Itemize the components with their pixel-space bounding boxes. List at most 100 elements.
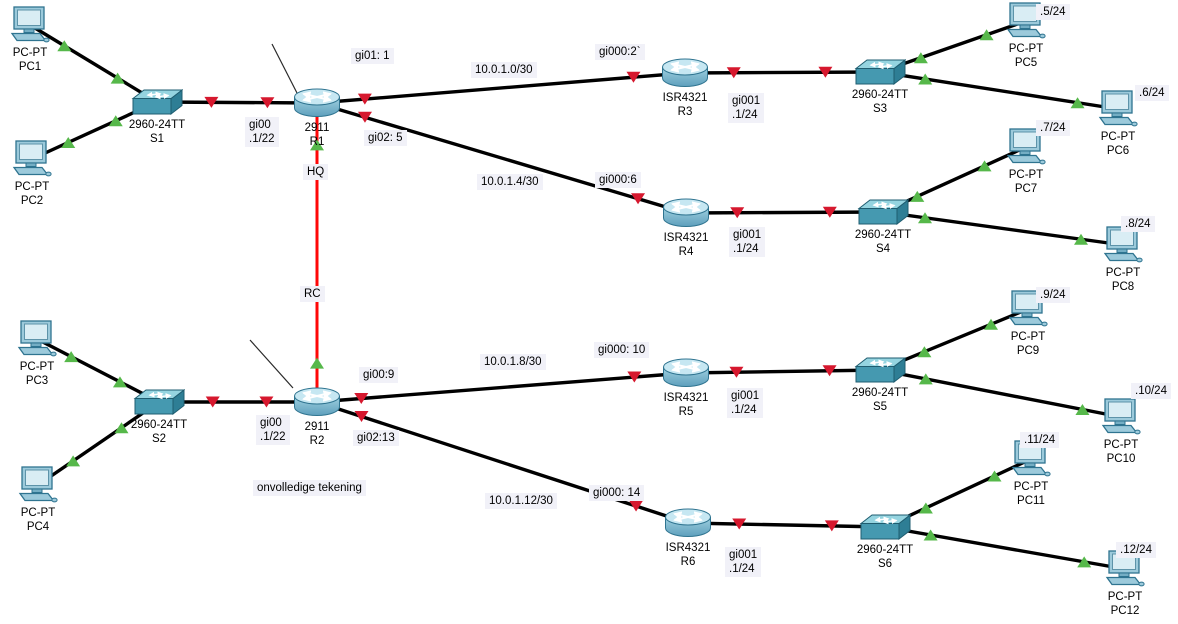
- pc-icon: [1106, 550, 1145, 587]
- link-status-up-icon: [114, 422, 129, 434]
- device-s1[interactable]: [133, 90, 182, 114]
- pc-icon: [1104, 226, 1143, 263]
- pc-icon: [1102, 398, 1141, 435]
- device-r3[interactable]: [663, 59, 708, 87]
- link-r5-s5[interactable]: [685, 368, 881, 375]
- link-status-up-icon: [918, 212, 932, 224]
- link-status-up-icon: [923, 529, 938, 541]
- link-status-down-icon: [354, 393, 369, 405]
- stray-line-1: [249, 339, 294, 389]
- switch-icon: [856, 60, 905, 84]
- pc-icon: [19, 466, 58, 503]
- link-status-down-icon: [259, 396, 274, 408]
- link-status-down-icon: [631, 193, 646, 205]
- link-s4-pc8[interactable]: [882, 210, 1124, 247]
- link-status-down-icon: [726, 67, 741, 79]
- device-pc6[interactable]: [1099, 90, 1138, 127]
- device-pc10[interactable]: [1102, 398, 1141, 435]
- device-pc4[interactable]: [19, 466, 58, 503]
- router-icon: [295, 89, 340, 117]
- link-status-up-icon: [977, 160, 992, 172]
- pc-icon: [1007, 2, 1046, 39]
- link-r2-r6[interactable]: [316, 400, 689, 525]
- device-s5[interactable]: [856, 358, 905, 382]
- router-icon: [664, 359, 709, 387]
- switch-icon: [859, 200, 908, 224]
- router-icon: [666, 509, 711, 537]
- links-layer: [29, 19, 1126, 571]
- pc-icon: [13, 140, 52, 177]
- device-s4[interactable]: [859, 200, 908, 224]
- link-s1-r1[interactable]: [156, 100, 318, 105]
- pc-icon: [1009, 290, 1048, 327]
- router-icon: [664, 199, 709, 227]
- device-pc5[interactable]: [1007, 2, 1046, 39]
- link-status-down-icon: [729, 366, 744, 378]
- link-status-down-icon: [629, 500, 644, 512]
- link-status-down-icon: [354, 411, 369, 423]
- device-pc12[interactable]: [1106, 550, 1145, 587]
- device-pc7[interactable]: [1007, 128, 1046, 165]
- device-pc2[interactable]: [13, 140, 52, 177]
- link-r4-s4[interactable]: [685, 210, 884, 215]
- devices-layer: [11, 2, 1145, 587]
- link-status-layer: [57, 29, 1092, 568]
- link-status-down-icon: [357, 93, 372, 105]
- link-status-up-icon: [61, 136, 76, 148]
- link-status-down-icon: [732, 518, 747, 530]
- device-r5[interactable]: [664, 359, 709, 387]
- link-status-down-icon: [822, 365, 837, 377]
- device-pc1[interactable]: [11, 6, 50, 43]
- link-s6-pc12[interactable]: [884, 525, 1126, 571]
- link-status-up-icon: [918, 73, 933, 85]
- device-s6[interactable]: [861, 515, 910, 539]
- link-status-down-icon: [205, 396, 220, 408]
- link-status-up-icon: [310, 139, 324, 151]
- link-r2-r5[interactable]: [316, 371, 687, 404]
- link-status-up-icon: [1070, 97, 1085, 109]
- link-pc1-s1[interactable]: [29, 23, 158, 104]
- link-s3-pc6[interactable]: [879, 70, 1119, 111]
- link-status-up-icon: [57, 40, 72, 52]
- pc-icon: [1012, 440, 1051, 477]
- pc-icon: [18, 320, 57, 357]
- device-r1[interactable]: [295, 89, 340, 117]
- link-status-up-icon: [64, 351, 79, 363]
- link-status-down-icon: [822, 206, 837, 218]
- link-status-up-icon: [984, 318, 998, 330]
- link-status-up-icon: [112, 376, 127, 388]
- link-status-up-icon: [1077, 556, 1092, 568]
- device-s3[interactable]: [856, 60, 905, 84]
- link-status-up-icon: [918, 373, 933, 385]
- router-icon: [663, 59, 708, 87]
- device-pc8[interactable]: [1104, 226, 1143, 263]
- link-status-down-icon: [357, 111, 372, 123]
- link-status-up-icon: [108, 115, 123, 127]
- link-status-up-icon: [979, 29, 994, 41]
- link-status-down-icon: [204, 96, 219, 108]
- device-pc11[interactable]: [1012, 440, 1051, 477]
- link-pc4-s2[interactable]: [37, 400, 160, 487]
- link-r1-r3[interactable]: [316, 71, 686, 105]
- link-status-up-icon: [1075, 403, 1090, 415]
- device-s2[interactable]: [135, 390, 184, 414]
- link-status-down-icon: [730, 207, 745, 219]
- link-r1-r4[interactable]: [316, 101, 687, 215]
- pc-icon: [11, 6, 50, 43]
- link-status-down-icon: [627, 371, 642, 383]
- device-pc3[interactable]: [18, 320, 57, 357]
- switch-icon: [135, 390, 184, 414]
- link-status-up-icon: [1074, 233, 1088, 245]
- link-status-up-icon: [913, 52, 928, 64]
- device-r4[interactable]: [664, 199, 709, 227]
- link-r3-s3[interactable]: [684, 70, 881, 75]
- device-r6[interactable]: [666, 509, 711, 537]
- pc-icon: [1007, 128, 1046, 165]
- link-status-up-icon: [110, 72, 125, 84]
- link-status-up-icon: [918, 502, 933, 514]
- link-pc3-s2[interactable]: [36, 337, 160, 404]
- device-pc9[interactable]: [1009, 290, 1048, 327]
- device-r2[interactable]: [295, 388, 340, 416]
- link-r6-s6[interactable]: [687, 521, 886, 529]
- link-status-up-icon: [987, 470, 1002, 482]
